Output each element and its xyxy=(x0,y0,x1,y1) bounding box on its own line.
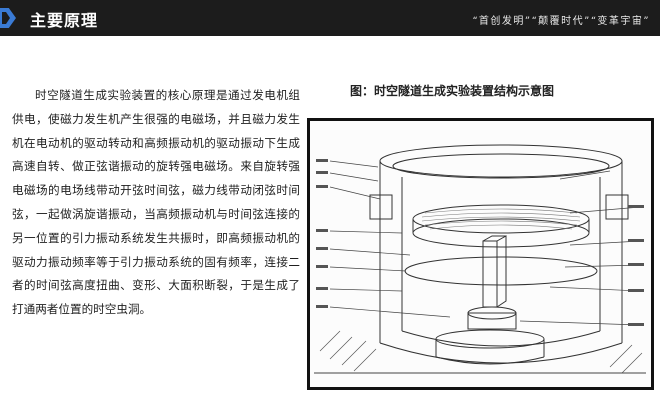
top-rim-inner xyxy=(392,153,610,179)
top-rim-outer xyxy=(379,144,623,178)
device-diagram xyxy=(307,118,654,390)
central-column xyxy=(482,240,498,308)
principle-paragraph: 时空隧道生成实验装置的核心原理是通过发电机组供电，使磁力发生机产生很强的电磁场，… xyxy=(12,88,300,317)
header-slogan: “首创发明”“颠覆时代”“变革宇宙” xyxy=(472,16,650,27)
side-magnet-right xyxy=(605,194,629,220)
base-rim xyxy=(379,342,623,364)
header-arrow-inner xyxy=(2,12,10,24)
device-diagram-drawing xyxy=(314,144,646,374)
header-bar: 主要原理 “首创发明”“颠覆时代”“变革宇宙” xyxy=(0,0,660,36)
diagram-caption: 图：时空隧道生成实验装置结构示意图 xyxy=(350,84,555,98)
side-magnet-left xyxy=(369,194,393,220)
column-base xyxy=(467,312,517,330)
section-title: 主要原理 xyxy=(30,11,99,30)
